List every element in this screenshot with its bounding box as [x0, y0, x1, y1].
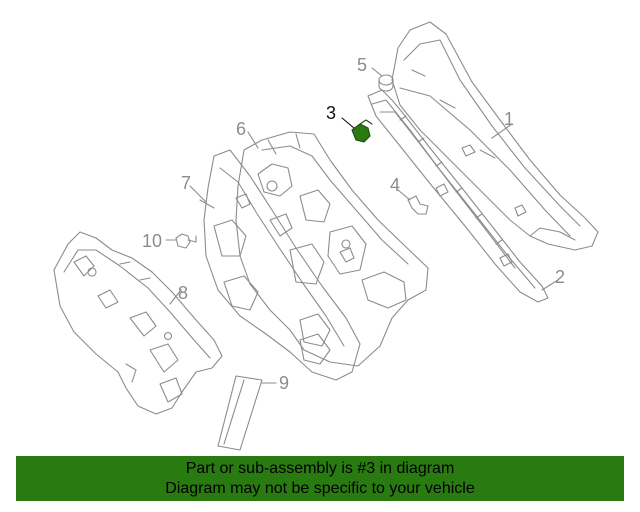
- callout-1[interactable]: 1: [504, 109, 515, 129]
- part-2-cowl-seal: [367, 89, 549, 303]
- part-info-banner: Part or sub-assembly is #3 in diagram Di…: [16, 456, 624, 501]
- part-6-dash-insulator: [235, 131, 429, 367]
- part-4-clip: [397, 189, 429, 215]
- parts-diagram: [53, 21, 599, 451]
- callout-7[interactable]: 7: [181, 173, 192, 193]
- part-5-grommet: [371, 67, 394, 92]
- callout-6[interactable]: 6: [236, 119, 247, 139]
- leader-3: [341, 117, 355, 129]
- part-1-cowl-panel: [391, 21, 599, 251]
- part-10-pin: [165, 233, 197, 249]
- callout-3[interactable]: 3: [326, 103, 337, 123]
- callout-5[interactable]: 5: [357, 55, 368, 75]
- callout-9[interactable]: 9: [279, 373, 290, 393]
- banner-line-2: Diagram may not be specific to your vehi…: [165, 480, 475, 497]
- part-7-dash-panel: [199, 149, 361, 381]
- part-9-strip: [217, 375, 277, 451]
- part-3-clip: [351, 119, 373, 143]
- callout-8[interactable]: 8: [178, 283, 189, 303]
- callout-4[interactable]: 4: [390, 175, 401, 195]
- banner-line-1: Part or sub-assembly is #3 in diagram: [185, 460, 455, 477]
- part-8-side-insulator: [53, 231, 223, 415]
- callout-2[interactable]: 2: [555, 267, 566, 287]
- callout-10[interactable]: 10: [142, 231, 163, 251]
